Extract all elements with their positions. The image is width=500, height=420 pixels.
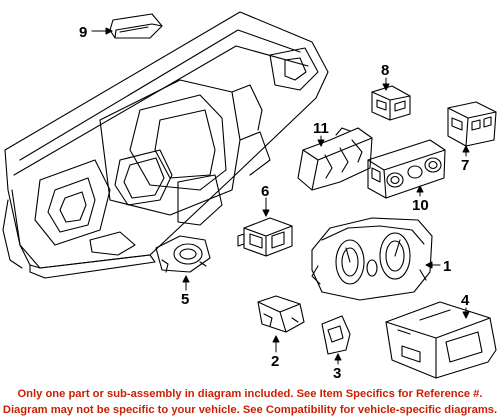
dashboard-drawing <box>2 11 329 279</box>
part-2-drawing <box>257 295 305 333</box>
callout-11: 11 <box>313 120 329 137</box>
disclaimer-line-1: Only one part or sub-assembly in diagram… <box>17 388 483 400</box>
callout-3: 3 <box>333 365 341 382</box>
callout-1: 1 <box>443 258 451 275</box>
disclaimer-footer: Only one part or sub-assembly in diagram… <box>0 386 500 420</box>
part-6-drawing <box>237 217 293 257</box>
callout-9: 9 <box>79 24 87 41</box>
part-3-drawing <box>321 315 351 355</box>
part-10-drawing <box>367 139 446 199</box>
part-11-drawing <box>297 127 373 191</box>
callout-2: 2 <box>271 353 279 370</box>
part-5-drawing <box>155 235 211 273</box>
callout-7: 7 <box>461 157 469 174</box>
callout-labels: 9 8 7 11 10 6 5 1 4 2 3 <box>79 24 470 382</box>
callout-10: 10 <box>412 197 429 214</box>
part-1-drawing <box>311 217 433 301</box>
part-9-drawing <box>109 13 163 39</box>
callout-6: 6 <box>261 183 269 200</box>
part-4-drawing <box>385 301 497 379</box>
part-8-drawing <box>371 85 411 121</box>
callout-5: 5 <box>181 291 189 308</box>
part-7-drawing <box>447 101 497 147</box>
callout-4: 4 <box>461 292 470 309</box>
leader-lines <box>91 27 470 365</box>
callout-8: 8 <box>381 62 389 79</box>
disclaimer-line-2: Diagram may not be specific to your vehi… <box>2 404 498 416</box>
